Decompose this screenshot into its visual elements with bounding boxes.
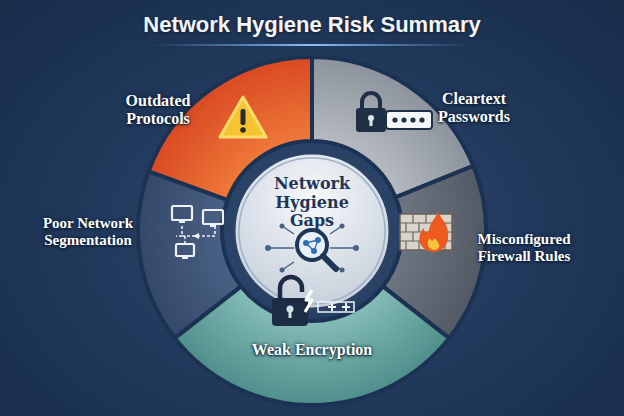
diagram-title: Network Hygiene Risk Summary: [0, 12, 624, 38]
segment-label: Outdated Protocols: [110, 92, 206, 129]
center-circle: Network Hygiene Gaps: [230, 149, 394, 313]
network-computers-icon: [172, 206, 223, 259]
warning-icon: [220, 97, 266, 137]
segment-label: Poor Network Segmentation: [38, 215, 138, 250]
magnifier-icon: [265, 224, 359, 273]
segment-outline: [175, 286, 449, 405]
segment-label: Weak Encryption: [237, 341, 387, 359]
circle-shape: [230, 149, 394, 313]
circle-inner-ring: [239, 158, 385, 304]
segment-label: Cleartext Passwords: [426, 90, 522, 127]
title-underline: [150, 44, 474, 46]
risk-segment: Weak Encryption: [138, 57, 486, 405]
center-label: Network Hygiene Gaps: [252, 175, 372, 230]
firewall-icon: [400, 212, 452, 252]
password-icon: [356, 93, 432, 132]
broken-lock-icon: [272, 277, 354, 326]
segment-label: Misconfigured Firewall Rules: [469, 231, 579, 266]
circle-outline: [233, 152, 391, 310]
